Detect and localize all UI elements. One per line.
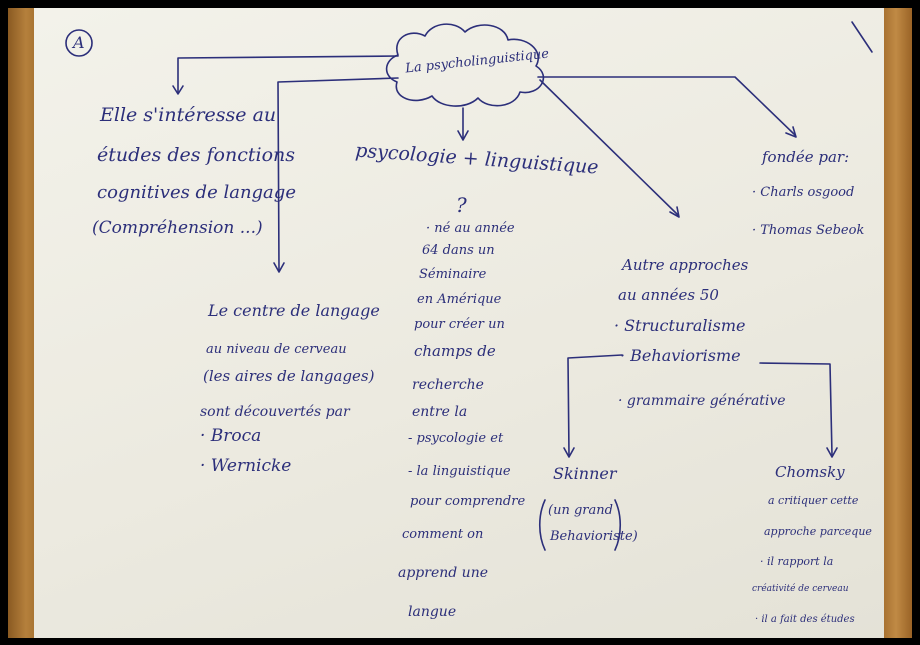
- origin-line: langue: [408, 604, 457, 620]
- wooden-table-left-edge: [8, 8, 38, 638]
- title-cloud: [385, 23, 545, 107]
- skinner-line: (un grand: [548, 503, 613, 518]
- chomsky-line: · il rapport la: [760, 555, 834, 568]
- approaches-line: Autre approches: [622, 256, 749, 274]
- origin-line: · né au année: [426, 221, 515, 236]
- origin-line: - la linguistique: [408, 464, 511, 479]
- centre-langage-line: · Broca: [200, 426, 262, 446]
- approaches-line: au années 50: [618, 286, 719, 304]
- centre-langage-line: Le centre de langage: [208, 301, 380, 320]
- arrowhead-formula: [457, 130, 469, 141]
- origin-line: entre la: [412, 404, 468, 420]
- branch-founders: [537, 76, 796, 136]
- branch-approaches: [539, 79, 679, 216]
- definition-line: (Compréhension ...): [92, 218, 263, 238]
- skinner-line: Skinner: [553, 464, 617, 483]
- branch-chomsky: [759, 362, 833, 456]
- origin-line: en Amérique: [417, 292, 502, 307]
- branch-centre-langage: [277, 77, 399, 271]
- centre-langage-line: au niveau de cerveau: [206, 342, 347, 357]
- skinner-bracket-left: [538, 499, 546, 551]
- chomsky-line: a critiquer cette: [768, 494, 859, 507]
- centre-langage-line: · Wernicke: [200, 456, 292, 476]
- chomsky-line: · il a fait des études: [755, 614, 855, 625]
- arrowhead-centre-langage: [273, 262, 285, 273]
- origin-line: 64 dans un: [422, 243, 495, 258]
- chomsky-line: créativité de cerveau: [752, 584, 849, 594]
- arrowhead-definition: [172, 85, 184, 95]
- page-label-circle: [65, 29, 93, 57]
- origin-line: comment on: [402, 527, 484, 542]
- origin-line: pour comprendre: [410, 494, 526, 509]
- skinner-bracket-right: [614, 499, 622, 551]
- page-label: A: [73, 33, 85, 52]
- approaches-line: · Behaviorisme: [620, 346, 741, 365]
- origin-line: recherche: [412, 377, 484, 393]
- centre-langage-line: sont découvertés par: [200, 404, 350, 420]
- arrowhead-founders: [785, 126, 797, 138]
- paper-sheet: [34, 8, 884, 638]
- branch-skinner: [567, 354, 623, 456]
- skinner-line: Behavioriste): [550, 529, 638, 544]
- arrowhead-chomsky: [826, 447, 838, 458]
- centre-langage-line: (les aires de langages): [203, 367, 375, 385]
- question-mark: ?: [456, 193, 467, 217]
- corner-mark: [851, 21, 873, 53]
- origin-line: champs de: [414, 342, 496, 360]
- origin-line: pour créer un: [414, 317, 505, 332]
- founders-line: · Charls osgood: [752, 185, 855, 200]
- branch-definition: [177, 55, 399, 93]
- approaches-line: · grammaire générative: [618, 393, 786, 409]
- approaches-line: · Structuralisme: [614, 316, 746, 335]
- arrowhead-approaches: [669, 206, 680, 218]
- origin-line: apprend une: [398, 565, 488, 581]
- definition-line: Elle s'intéresse au: [100, 104, 277, 126]
- founders-line: · Thomas Sebeok: [752, 223, 865, 238]
- origin-line: - psycologie et: [408, 431, 504, 446]
- definition-line: études des fonctions: [97, 144, 295, 166]
- definition-line: cognitives de langage: [97, 182, 296, 203]
- chomsky-line: Chomsky: [775, 463, 845, 481]
- origin-line: Séminaire: [419, 267, 487, 282]
- wooden-table-right-edge: [880, 8, 912, 638]
- arrowhead-skinner: [563, 447, 575, 458]
- chomsky-line: approche parceque: [764, 525, 872, 538]
- founders-line: fondée par:: [762, 148, 850, 166]
